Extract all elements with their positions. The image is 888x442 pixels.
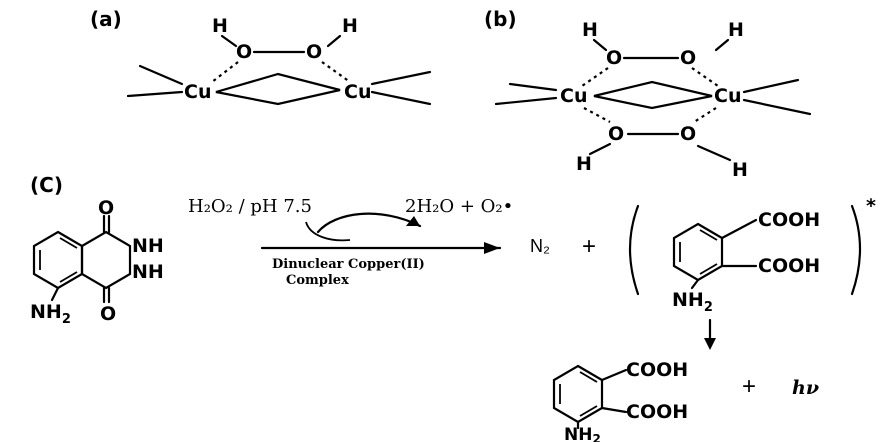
atom-o: O <box>680 47 696 69</box>
atom-o: O <box>608 123 624 145</box>
atom-h: H <box>732 159 748 181</box>
excited-aminophthalate: * COOH COOH NH2 <box>628 195 876 315</box>
atom-nh: NH <box>132 261 164 283</box>
atom-cu: Cu <box>560 85 587 107</box>
atom-o: O <box>606 47 622 69</box>
luminol-structure: O O NH NH NH2 <box>30 197 164 327</box>
cooh-group: COOH <box>758 209 820 231</box>
excited-state-mark: * <box>866 195 876 217</box>
down-arrow-head <box>704 338 716 350</box>
atom-h: H <box>728 19 744 41</box>
curved-arrow-tail <box>305 221 351 242</box>
cooh-group: COOH <box>626 401 688 423</box>
panel-c: (C) O O NH NH NH2 H₂O₂ / pH 7.5 2H₂O + O… <box>30 173 876 442</box>
curved-arrow <box>316 212 422 234</box>
atom-o: O <box>98 197 114 219</box>
atom-nh: NH <box>132 235 164 257</box>
left-bracket <box>628 204 640 296</box>
amino-group: NH2 <box>672 289 713 315</box>
atom-o: O <box>306 41 322 63</box>
cooh-group: COOH <box>758 255 820 277</box>
atom-h: H <box>212 15 228 37</box>
panel-b: (b) H H O O Cu Cu O O H H <box>484 7 812 181</box>
atom-o: O <box>236 41 252 63</box>
atom-o: O <box>680 123 696 145</box>
panel-a: (a) H H O O Cu Cu <box>90 7 432 106</box>
cooh-group: COOH <box>626 359 688 381</box>
atom-o: O <box>100 303 116 325</box>
plus-sign: + <box>582 233 596 260</box>
light-emission: hν <box>792 377 819 399</box>
nitrogen-gas: N₂ <box>530 236 550 256</box>
panel-a-label: (a) <box>90 7 122 31</box>
amino-group: NH2 <box>564 425 601 442</box>
atom-h: H <box>582 19 598 41</box>
aminophthalate: COOH COOH NH2 <box>552 359 688 442</box>
atom-cu: Cu <box>714 85 741 107</box>
atom-cu: Cu <box>344 81 371 103</box>
amino-group: NH2 <box>30 301 71 327</box>
right-bracket <box>850 204 862 296</box>
atom-h: H <box>576 153 592 175</box>
catalyst-line1: Dinuclear Copper(II) <box>272 257 425 272</box>
byproduct-label: 2H₂O + O₂• <box>405 196 513 217</box>
atom-cu: Cu <box>184 81 211 103</box>
reaction-arrow-head <box>484 242 500 254</box>
reagent-label: H₂O₂ / pH 7.5 <box>188 196 312 217</box>
plus-sign: + <box>742 373 756 400</box>
catalyst-line2: Complex <box>286 273 349 288</box>
panel-c-label: (C) <box>30 173 63 197</box>
panel-b-label: (b) <box>484 7 517 31</box>
atom-h: H <box>342 15 358 37</box>
